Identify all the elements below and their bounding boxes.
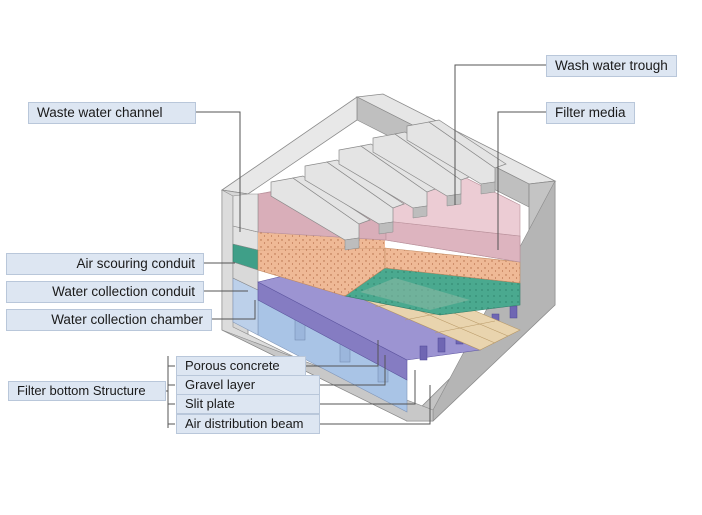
label-filter-bottom-structure: Filter bottom Structure	[8, 381, 166, 401]
wash-water-troughs	[270, 119, 507, 251]
label-water-collection-conduit: Water collection conduit	[6, 281, 204, 303]
label-filter-media: Filter media	[546, 102, 635, 124]
support-gravel-area	[344, 267, 521, 316]
label-wash-water-trough: Wash water trough	[546, 55, 677, 77]
label-air-distribution-beam: Air distribution beam	[176, 414, 320, 434]
label-gravel-layer: Gravel layer	[176, 375, 320, 395]
label-water-collection-chamber: Water collection chamber	[6, 309, 212, 331]
water-collection-chamber-area	[232, 277, 408, 413]
label-porous-concrete: Porous concrete	[176, 356, 306, 376]
label-air-scouring-conduit: Air scouring conduit	[6, 253, 204, 275]
label-slit-plate: Slit plate	[176, 394, 320, 414]
label-waste-water-channel: Waste water channel	[28, 102, 196, 124]
waste-water-channel	[232, 193, 259, 233]
leader-lines	[163, 64, 546, 428]
